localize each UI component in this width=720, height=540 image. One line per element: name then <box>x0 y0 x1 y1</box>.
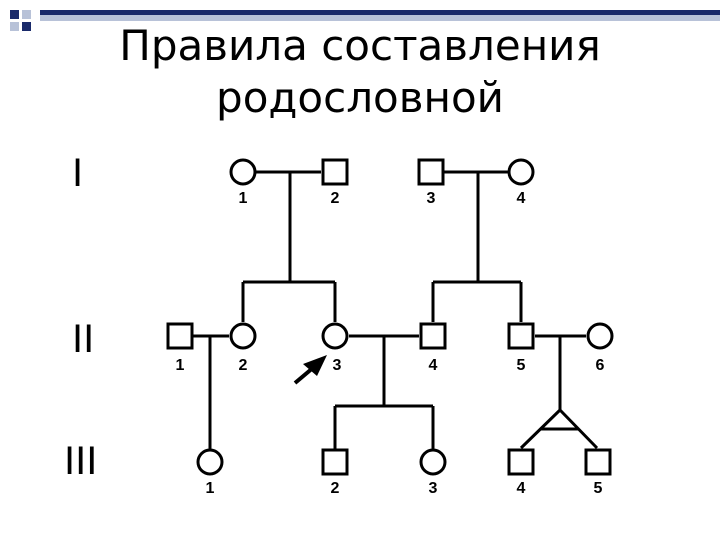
male-symbol <box>417 158 445 186</box>
individual-number: 4 <box>517 480 526 497</box>
individual-number: 2 <box>331 480 340 497</box>
male-symbol <box>419 322 447 350</box>
male-symbol <box>166 322 194 350</box>
individual-number: 1 <box>206 480 215 497</box>
individual-number: 4 <box>429 357 438 374</box>
individual-number: 2 <box>331 190 340 207</box>
deco-square-dark <box>22 22 31 31</box>
female-symbol <box>419 448 447 476</box>
individual-number: 5 <box>594 480 603 497</box>
generation-label-2: II <box>72 317 94 361</box>
female-symbol <box>196 448 224 476</box>
generation-label-1: I <box>72 151 83 195</box>
title-line-2: родословной <box>216 73 504 122</box>
individual-number: 6 <box>596 357 605 374</box>
deco-square-light <box>22 10 31 19</box>
individual-number: 4 <box>517 190 526 207</box>
individual-number: 3 <box>427 190 436 207</box>
generation-1-symbols <box>229 158 535 186</box>
individual-number: 3 <box>429 480 438 497</box>
individual-number: 2 <box>239 357 248 374</box>
deco-line-light <box>40 15 720 21</box>
pedigree-lines <box>192 170 599 450</box>
slide-title: Правила составления родословной <box>40 20 680 124</box>
proband-arrow-icon <box>293 355 327 385</box>
individual-number: 1 <box>176 357 185 374</box>
generation-3-symbols <box>196 448 612 476</box>
generation-3-numbers: 1 2 3 4 5 <box>206 480 603 497</box>
female-symbol <box>586 322 614 350</box>
twin-line <box>519 408 562 450</box>
female-symbol <box>507 158 535 186</box>
male-symbol-twin <box>507 448 535 476</box>
generation-1-numbers: 1 2 3 4 <box>239 190 526 207</box>
male-symbol-twin <box>584 448 612 476</box>
female-symbol <box>229 322 257 350</box>
female-symbol-proband <box>321 322 349 350</box>
decorative-header-bar <box>10 10 720 31</box>
individual-number: 5 <box>517 357 526 374</box>
title-line-1: Правила составления <box>119 21 601 70</box>
female-symbol <box>229 158 257 186</box>
deco-square-dark <box>10 10 19 19</box>
male-symbol <box>321 448 349 476</box>
deco-line-dark <box>40 10 720 15</box>
generation-2-numbers: 1 2 3 4 5 6 <box>176 357 605 374</box>
generation-2-symbols <box>166 322 614 350</box>
male-symbol <box>321 158 349 186</box>
individual-number: 3 <box>333 357 342 374</box>
individual-number: 1 <box>239 190 248 207</box>
male-symbol <box>507 322 535 350</box>
deco-square-light <box>10 22 19 31</box>
generation-label-3: III <box>64 439 97 483</box>
